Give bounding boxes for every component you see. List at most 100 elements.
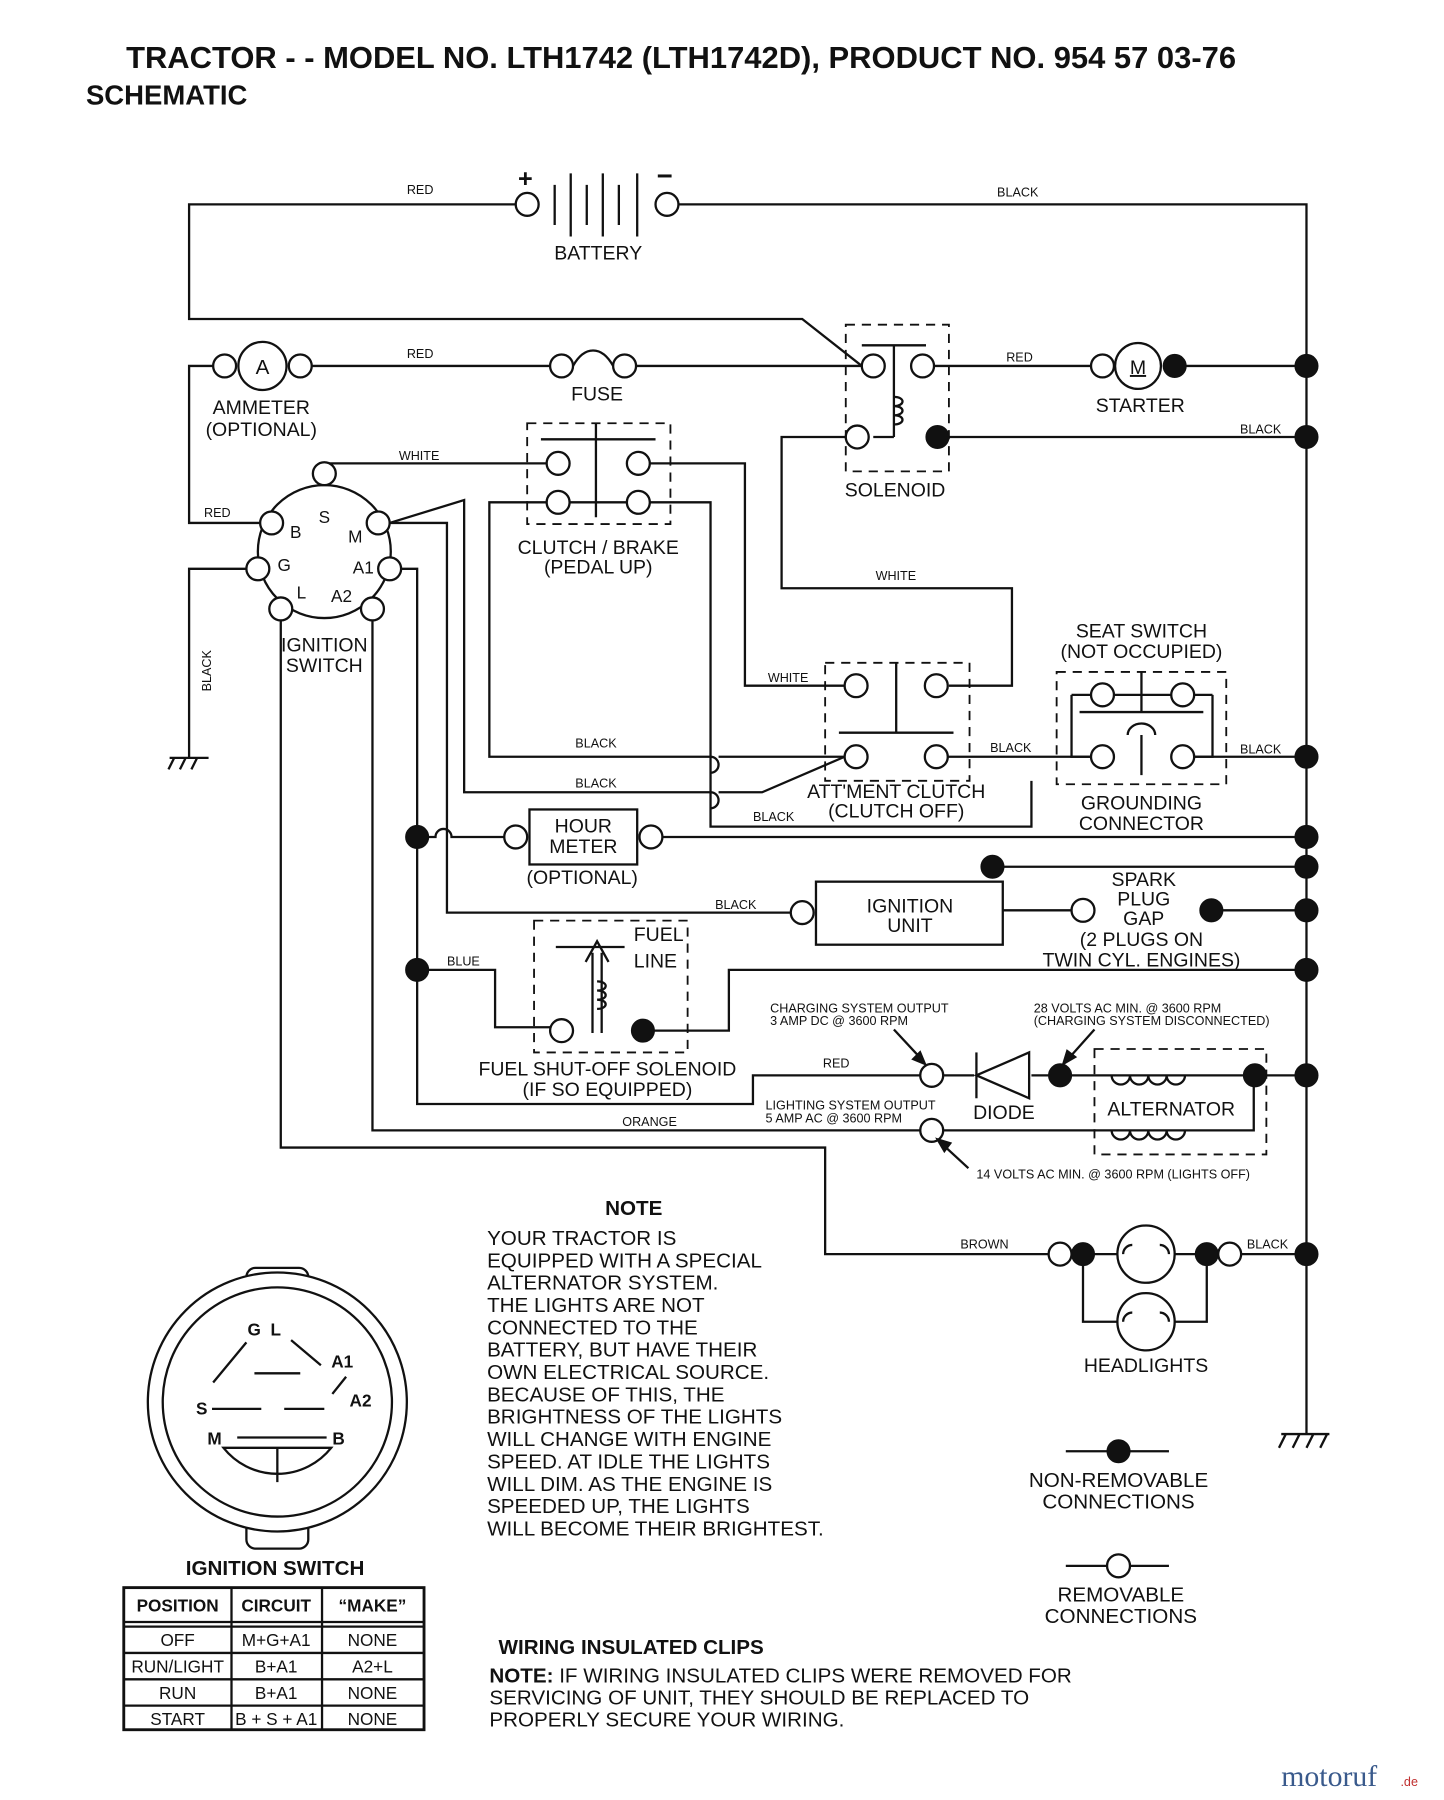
table-cell: NONE: [348, 1683, 398, 1703]
diode-label: DIODE: [973, 1102, 1035, 1124]
fuel-label: FUEL: [634, 924, 684, 946]
gap-label: GAP: [1123, 908, 1164, 930]
legend: NON-REMOVABLE CONNECTIONS REMOVABLE CONN…: [1029, 1439, 1208, 1628]
note-line: YOUR TRACTOR IS: [487, 1227, 676, 1250]
seat-switch: SEAT SWITCH (NOT OCCUPIED) GROUNDING CON…: [1055, 621, 1228, 835]
legend-non-removable: NON-REMOVABLE: [1029, 1469, 1208, 1492]
hour-meter-optional: (OPTIONAL): [526, 867, 637, 889]
fuel-solenoid-label2: (IF SO EQUIPPED): [522, 1079, 692, 1101]
wire-label-black: BLACK: [1240, 423, 1282, 437]
hour-meter-label2: METER: [549, 836, 617, 858]
ignition-switch-face: G L A1 S A2 M B IGNITION SWITCH: [146, 1266, 408, 1580]
note-line: BATTERY, BUT HAVE THEIR: [487, 1339, 757, 1362]
removable-symbol: [1105, 1553, 1132, 1579]
wire-label-black: BLACK: [997, 185, 1039, 199]
wire-label-black: BLACK: [753, 810, 795, 824]
battery-minus: −: [657, 160, 673, 191]
wire-label-red: RED: [407, 183, 434, 197]
note-line: WILL CHANGE WITH ENGINE: [487, 1428, 771, 1451]
clips-line-1: NOTE: IF WIRING INSULATED CLIPS WERE REM…: [489, 1665, 1071, 1688]
ammeter-optional: (OPTIONAL): [206, 419, 317, 441]
ground-rail-connections: [405, 353, 1319, 1267]
wire-label-black: BLACK: [1240, 742, 1282, 756]
charging-system: CHARGING SYSTEM OUTPUT 3 AMP DC @ 3600 R…: [622, 1001, 1269, 1181]
terminal-g: G: [278, 555, 291, 575]
ignition-switch-label: IGNITION: [281, 634, 368, 656]
battery-label: BATTERY: [554, 242, 642, 264]
clips-line-2: SERVICING OF UNIT, THEY SHOULD BE REPLAC…: [489, 1687, 1029, 1710]
hour-meter: HOUR METER (OPTIONAL): [503, 808, 664, 889]
volts28-line2: (CHARGING SYSTEM DISCONNECTED): [1034, 1014, 1270, 1028]
table-cell: OFF: [160, 1630, 194, 1650]
note-line: OWN ELECTRICAL SOURCE.: [487, 1361, 769, 1384]
switch-label-s: S: [196, 1399, 207, 1419]
legend-non-removable-2: CONNECTIONS: [1042, 1491, 1194, 1514]
clips-line-3: PROPERLY SECURE YOUR WIRING.: [489, 1708, 844, 1731]
table-cell: NONE: [348, 1630, 398, 1650]
starter-symbol: M: [1130, 357, 1146, 379]
note-line: WILL BECOME THEIR BRIGHTEST.: [487, 1517, 824, 1540]
battery-plus: +: [518, 165, 533, 193]
ammeter-label: AMMETER: [213, 397, 310, 419]
diode-symbol: [973, 1050, 1031, 1101]
wire-label-white: WHITE: [399, 449, 440, 463]
wire-label-black: BLACK: [200, 650, 214, 692]
ignition-unit-label2: UNIT: [887, 915, 933, 937]
table-cell: A2+L: [352, 1656, 393, 1676]
charging-output-line1: CHARGING SYSTEM OUTPUT: [770, 1001, 949, 1015]
seat-switch-label: SEAT SWITCH: [1076, 621, 1207, 643]
ignition-unit: BLACK IGNITION UNIT: [715, 880, 1004, 946]
starter-motor: M STARTER: [1089, 341, 1187, 417]
volts28-line1: 28 VOLTS AC MIN. @ 3600 RPM: [1034, 1001, 1222, 1015]
table-header: “MAKE”: [339, 1596, 407, 1616]
wire-label-black: BLACK: [575, 777, 617, 791]
switch-label-g: G: [248, 1319, 261, 1339]
note-line: THE LIGHTS ARE NOT: [487, 1294, 705, 1317]
wire-label-black: BLACK: [575, 737, 617, 751]
ammeter: A AMMETER (OPTIONAL): [206, 340, 317, 441]
ground-symbol: [167, 756, 1330, 1449]
page-title: TRACTOR - - MODEL NO. LTH1742 (LTH1742D)…: [126, 40, 1236, 75]
clutch-brake-label: CLUTCH / BRAKE: [518, 537, 679, 559]
terminal-a2: A2: [331, 586, 352, 606]
table-cell: B+A1: [255, 1656, 298, 1676]
note-line: SPEEDED UP, THE LIGHTS: [487, 1495, 750, 1518]
table-cell: NONE: [348, 1709, 398, 1729]
wire-label-blue: BLUE: [447, 954, 480, 968]
table-cell: B + S + A1: [235, 1709, 317, 1729]
switch-label-a2: A2: [350, 1391, 372, 1411]
hour-meter-label: HOUR: [555, 815, 612, 837]
table-cell: RUN: [159, 1683, 196, 1703]
terminal-s: S: [319, 507, 330, 527]
terminal-a1: A1: [353, 557, 374, 577]
wire-label-black: BLACK: [715, 898, 757, 912]
watermark-text: motoruf: [1281, 1760, 1377, 1793]
switch-label-m: M: [207, 1428, 221, 1448]
headlights: BROWN BLACK HEADLIGHTS: [960, 1224, 1289, 1377]
charging-output-line2: 3 AMP DC @ 3600 RPM: [770, 1014, 908, 1028]
solenoid-label: SOLENOID: [845, 480, 946, 502]
headlights-label: HEADLIGHTS: [1084, 1355, 1208, 1377]
note-line: BRIGHTNESS OF THE LIGHTS: [487, 1406, 782, 1429]
clutch-brake-switch: CLUTCH / BRAKE (PEDAL UP): [518, 422, 679, 578]
table-cell: RUN/LIGHT: [131, 1656, 224, 1676]
fuel-solenoid-label: FUEL SHUT-OFF SOLENOID: [478, 1058, 736, 1080]
wire-label-red: RED: [1006, 350, 1033, 364]
legend-removable: REMOVABLE: [1057, 1583, 1184, 1606]
fuse: FUSE: [548, 349, 638, 405]
watermark-logo: motoruf .de: [1281, 1760, 1418, 1793]
twin-cyl-note: TWIN CYL. ENGINES): [1042, 949, 1240, 971]
note-title: NOTE: [605, 1197, 662, 1220]
line-label: LINE: [634, 951, 677, 973]
switch-label-b: B: [332, 1428, 344, 1448]
fuse-label: FUSE: [571, 383, 623, 405]
volts14-note: 14 VOLTS AC MIN. @ 3600 RPM (LIGHTS OFF): [976, 1167, 1250, 1181]
attment-clutch-label2: (CLUTCH OFF): [828, 800, 964, 822]
note-line: BECAUSE OF THIS, THE: [487, 1383, 724, 1406]
clips-note: WIRING INSULATED CLIPS NOTE: IF WIRING I…: [489, 1636, 1071, 1731]
note-line: CONNECTED TO THE: [487, 1316, 698, 1339]
wire-label-red: RED: [407, 347, 434, 361]
plug-label: PLUG: [1117, 889, 1170, 911]
